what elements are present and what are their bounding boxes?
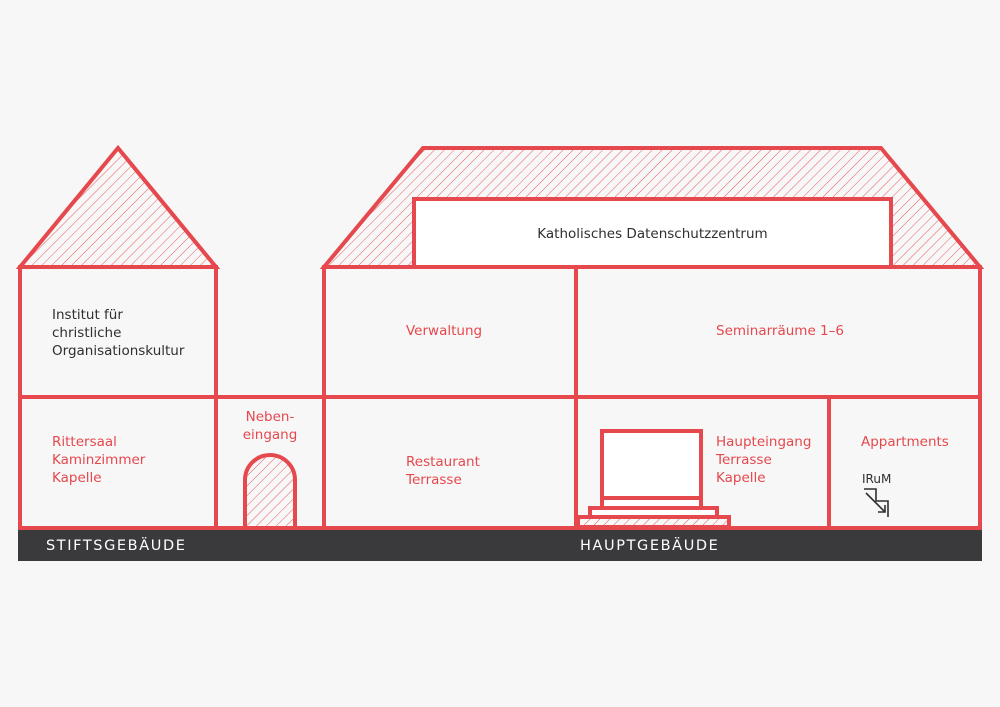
label-appartments: Appartments: [861, 434, 949, 450]
attic-room: [412, 197, 893, 269]
label-irum: IRuM: [862, 472, 892, 486]
label-rittersaal: Rittersaal Kaminzimmer Kapelle: [52, 434, 146, 486]
appartments-room: [827, 395, 982, 530]
nebeneingang-door: [243, 453, 297, 528]
stiftsgebaeude-roof: [15, 144, 221, 269]
base-bar: [18, 529, 982, 561]
label-restaurant: Restaurant Terrasse: [406, 454, 480, 488]
label-nebeneingang: Neben- eingang: [242, 409, 298, 443]
base-label-hauptgebaeude: HAUPTGEBÄUDE: [580, 538, 720, 554]
label-institut: Institut für christliche Organisationsku…: [52, 307, 185, 359]
stairs-icon: [864, 488, 889, 517]
base-label-stiftsgebaeude: STIFTSGEBÄUDE: [46, 538, 187, 554]
label-seminar: Seminarräume 1–6: [716, 323, 844, 339]
entrance-step-bottom: [576, 515, 731, 529]
label-verwaltung: Verwaltung: [406, 323, 483, 339]
label-haupteingang: Haupteingang Terrasse Kapelle: [716, 434, 812, 486]
main-door: [600, 429, 703, 500]
label-datenschutzzentrum: Katholisches Datenschutzzentrum: [537, 226, 768, 242]
